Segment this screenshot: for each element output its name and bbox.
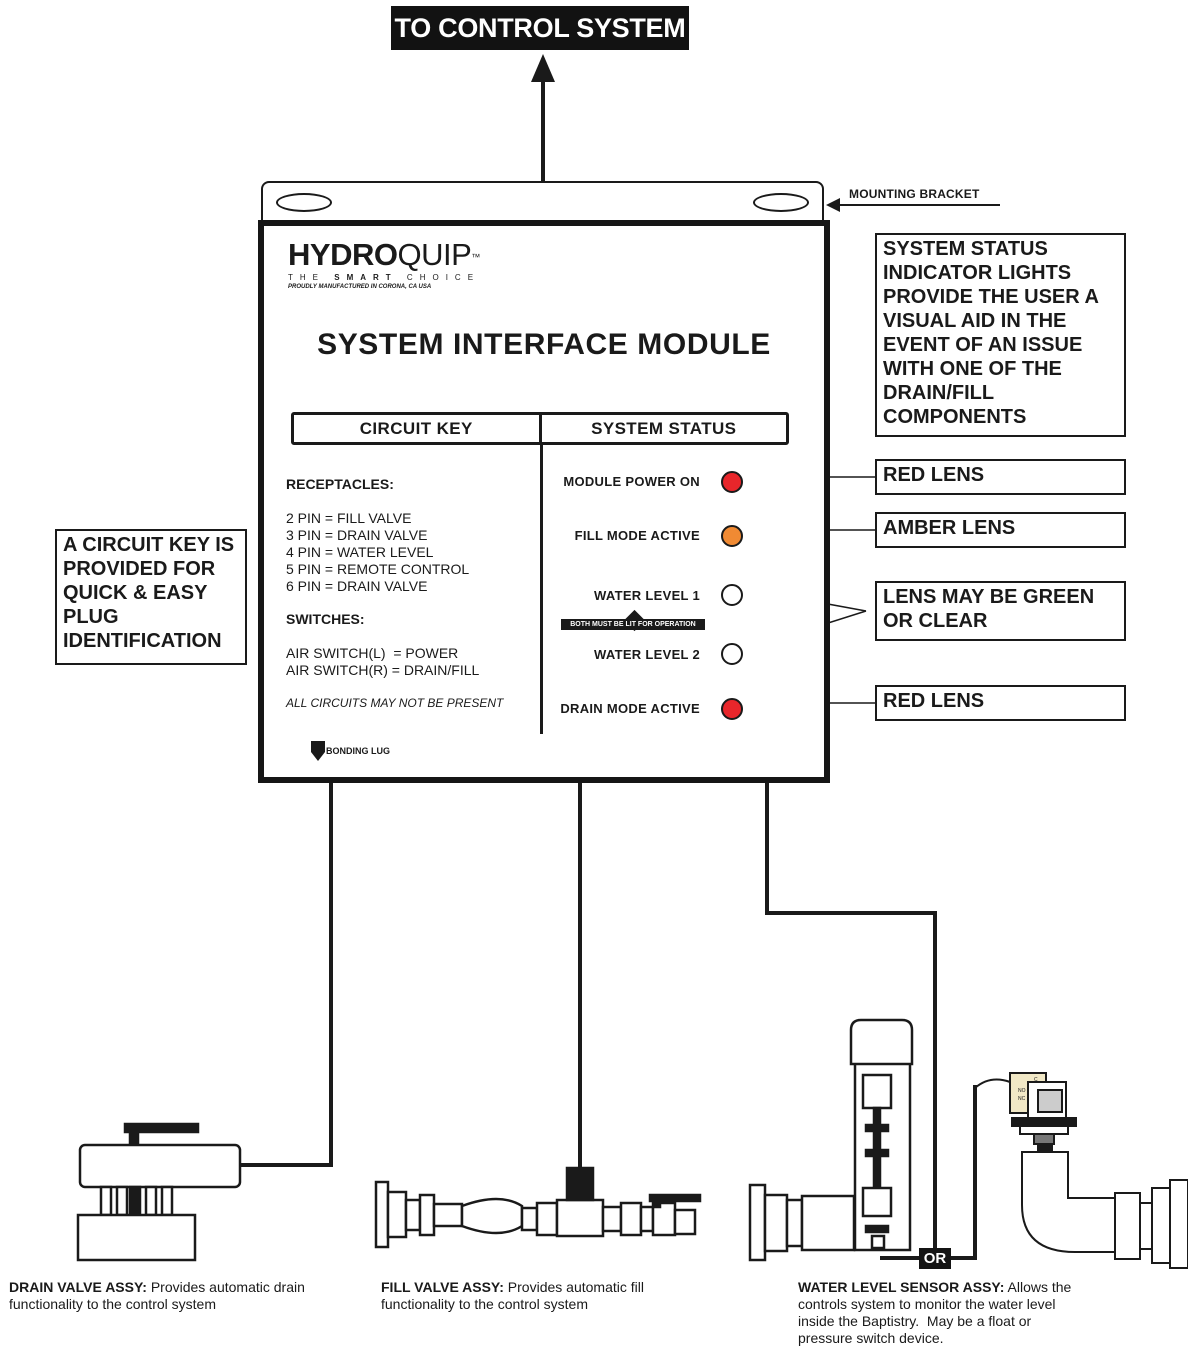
callout-green-or-clear: LENS MAY BE GREEN OR CLEAR <box>875 581 1126 641</box>
logo-quip: QUIP <box>397 237 472 272</box>
callout-red-lens-2: RED LENS <box>875 685 1126 721</box>
fill-valve-drawing <box>374 1166 702 1249</box>
status-label-fill-mode: FILL MODE ACTIVE <box>574 528 700 543</box>
drain-valve-name: DRAIN VALVE ASSY: <box>9 1279 147 1295</box>
tagline-pre: THE <box>288 273 335 282</box>
system-status-header: SYSTEM STATUS <box>591 419 737 438</box>
system-interface-module: HYDROQUIP™ THE SMART CHOICE PROUDLY MANU… <box>258 220 830 783</box>
bonding-lug-label: BONDING LUG <box>326 746 390 756</box>
status-label-water-level-1: WATER LEVEL 1 <box>594 588 700 603</box>
status-label-water-level-2: WATER LEVEL 2 <box>594 647 700 662</box>
logo-hydro: HYDRO <box>288 237 398 272</box>
receptacle-item: 4 PIN = WATER LEVEL <box>286 544 434 560</box>
fill-valve-description: FILL VALVE ASSY: Provides automatic fill… <box>381 1279 681 1313</box>
bracket-slot-left <box>276 193 332 212</box>
receptacle-item: 3 PIN = DRAIN VALVE <box>286 527 428 543</box>
lens-module-power <box>721 471 743 493</box>
callout-system-status: SYSTEM STATUS INDICATOR LIGHTS PROVIDE T… <box>875 233 1126 437</box>
tagline-smart: SMART <box>334 273 398 282</box>
switches-heading: SWITCHES: <box>286 611 365 627</box>
water-level-note: BOTH MUST BE LIT FOR OPERATION <box>561 619 705 630</box>
switch-item: AIR SWITCH(R) = DRAIN/FILL <box>286 662 480 678</box>
tagline-post: CHOICE <box>397 273 481 282</box>
water-level-cable <box>765 782 937 1258</box>
callout-red-lens-1: RED LENS <box>875 459 1126 495</box>
sensor-name: WATER LEVEL SENSOR ASSY: <box>798 1279 1005 1295</box>
circuits-footnote: ALL CIRCUITS MAY NOT BE PRESENT <box>286 696 504 710</box>
sensor-desc: Allows the controls system to monitor th… <box>798 1279 1076 1346</box>
switch-item: AIR SWITCH(L) = POWER <box>286 645 459 661</box>
drain-valve-drawing <box>76 1122 242 1262</box>
status-label-module-power: MODULE POWER ON <box>563 474 700 489</box>
sensor-branch-cable <box>880 1085 977 1260</box>
logo-tm: ™ <box>471 252 480 262</box>
lens-water-level-1 <box>721 584 743 606</box>
fill-valve-name: FILL VALVE ASSY: <box>381 1279 504 1295</box>
module-title: SYSTEM INTERFACE MODULE <box>317 328 771 361</box>
key-header: CIRCUIT KEY SYSTEM STATUS <box>291 412 789 445</box>
made-in-label: PROUDLY MANUFACTURED IN CORONA, CA USA <box>288 284 432 290</box>
hydroquip-logo: HYDROQUIP™ THE SMART CHOICE PROUDLY MANU… <box>288 237 481 291</box>
drain-valve-cable <box>240 782 333 1167</box>
switch-no-label: NO <box>1018 1088 1026 1094</box>
receptacles-heading: RECEPTACLES: <box>286 476 394 492</box>
callout-circuit-key: A CIRCUIT KEY IS PROVIDED FOR QUICK & EA… <box>55 529 247 665</box>
drain-valve-description: DRAIN VALVE ASSY: Provides automatic dra… <box>9 1279 309 1313</box>
up-arrow-icon <box>531 54 555 82</box>
pressure-switch-drawing <box>974 1072 1188 1269</box>
lens-water-level-2 <box>721 643 743 665</box>
receptacle-item: 5 PIN = REMOTE CONTROL <box>286 561 470 577</box>
drain-valve-desc: Provides automatic drain functionality t… <box>9 1279 309 1312</box>
circuit-key-header: CIRCUIT KEY <box>294 415 542 442</box>
callout-amber-lens: AMBER LENS <box>875 512 1126 548</box>
bracket-slot-right <box>753 193 809 212</box>
column-divider <box>540 444 543 734</box>
to-control-system-label: TO CONTROL SYSTEM <box>391 6 689 50</box>
mounting-bracket <box>261 181 824 221</box>
mounting-bracket-label: MOUNTING BRACKET <box>849 187 980 201</box>
sensor-description: WATER LEVEL SENSOR ASSY: Allows the cont… <box>798 1279 1088 1347</box>
receptacle-item: 2 PIN = FILL VALVE <box>286 510 412 526</box>
bonding-lug-icon <box>311 741 325 761</box>
receptacle-item: 6 PIN = DRAIN VALVE <box>286 578 428 594</box>
status-label-drain-mode: DRAIN MODE ACTIVE <box>560 701 700 716</box>
left-arrow-icon <box>826 198 840 212</box>
lens-fill-mode <box>721 525 743 547</box>
switch-c-label: C <box>1034 1077 1038 1083</box>
switch-nc-label: NC <box>1018 1096 1026 1102</box>
lens-drain-mode <box>721 698 743 720</box>
fill-valve-desc: Provides automatic fill functionality to… <box>381 1279 648 1312</box>
float-sensor-drawing <box>748 1018 914 1262</box>
or-label: OR <box>919 1248 951 1269</box>
